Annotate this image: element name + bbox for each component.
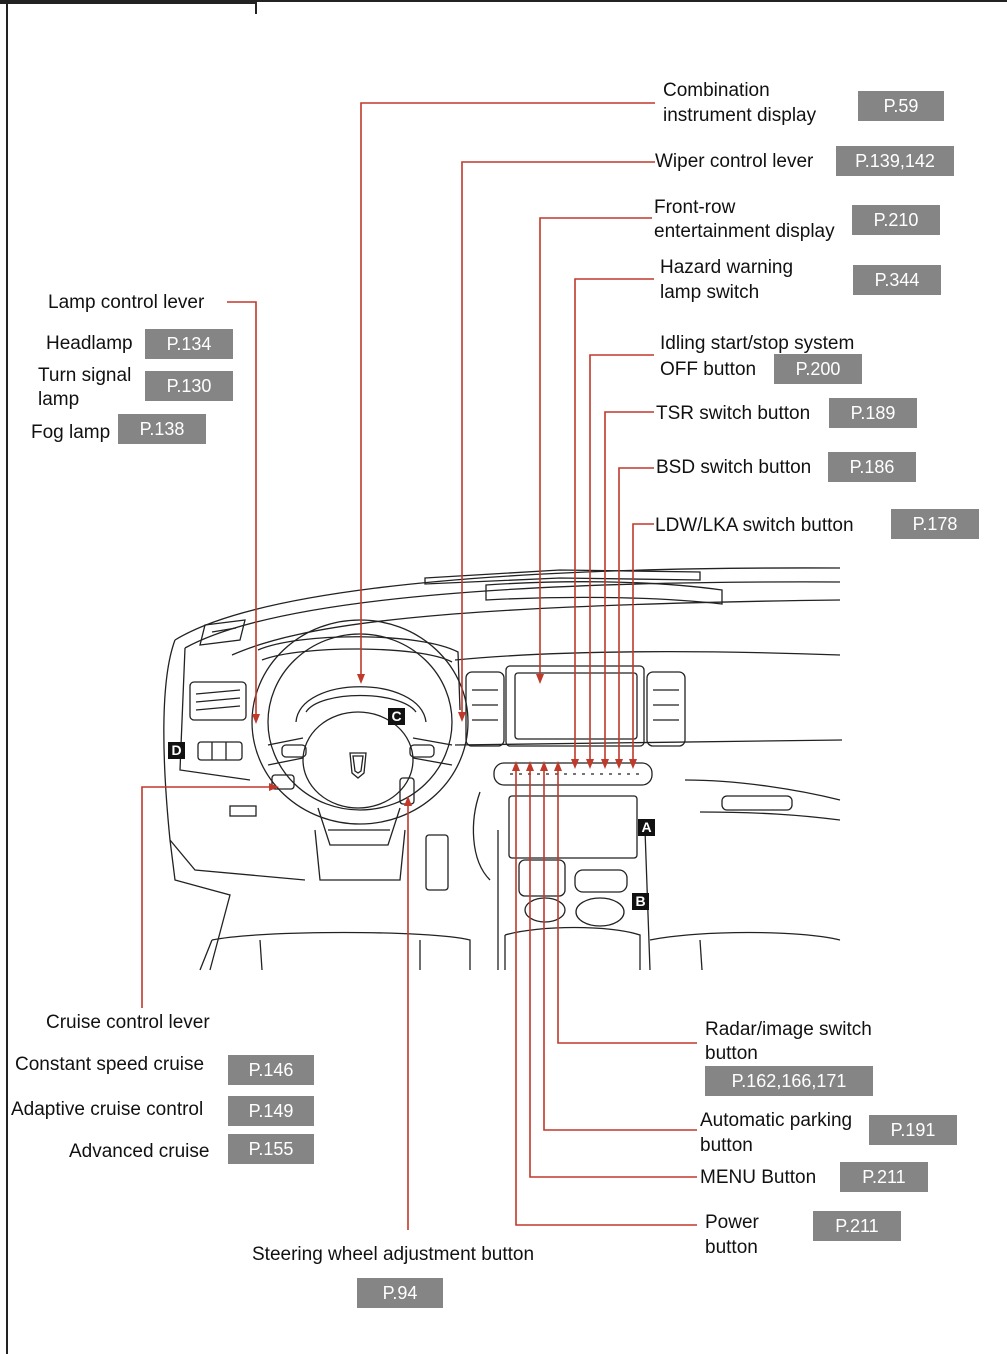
- leader-cruise: [142, 787, 275, 1008]
- page-ref-front-row[interactable]: P.210: [852, 205, 940, 235]
- page-ref-idling[interactable]: P.200: [774, 354, 862, 384]
- leader-hazard: [575, 279, 654, 765]
- label-turn-signal-line2: lamp: [38, 388, 79, 411]
- label-power-line2: button: [705, 1236, 758, 1259]
- page-ref-advanced-cruise[interactable]: P.155: [228, 1134, 314, 1164]
- page-ref-ldw[interactable]: P.178: [891, 509, 979, 539]
- label-radar-line2: button: [705, 1042, 758, 1065]
- label-cruise-lever: Cruise control lever: [46, 1011, 210, 1034]
- label-auto-parking-line1: Automatic parking: [700, 1109, 852, 1132]
- label-idling-line1: Idling start/stop system: [660, 332, 854, 355]
- page-ref-combination[interactable]: P.59: [858, 91, 944, 121]
- leader-combination: [361, 103, 655, 680]
- label-adaptive-cruise: Adaptive cruise control: [11, 1098, 203, 1121]
- label-turn-signal-line1: Turn signal: [38, 364, 131, 387]
- label-hazard-line2: lamp switch: [660, 281, 759, 304]
- label-combination-line1: Combination: [663, 79, 770, 102]
- page-ref-tsr[interactable]: P.189: [829, 398, 917, 428]
- label-ldw: LDW/LKA switch button: [655, 514, 854, 537]
- label-auto-parking-line2: button: [700, 1134, 753, 1157]
- label-steering: Steering wheel adjustment button: [252, 1243, 534, 1266]
- leader-menu: [530, 765, 697, 1177]
- leader-ldw: [633, 524, 654, 765]
- label-tsr: TSR switch button: [656, 402, 810, 425]
- label-bsd: BSD switch button: [656, 456, 811, 479]
- page-ref-radar[interactable]: P.162,166,171: [705, 1066, 873, 1096]
- page-ref-wiper[interactable]: P.139,142: [836, 146, 954, 176]
- leader-tsr: [605, 412, 654, 765]
- page-ref-bsd[interactable]: P.186: [828, 452, 916, 482]
- label-constant-cruise: Constant speed cruise: [15, 1053, 204, 1076]
- label-combination-line2: instrument display: [663, 104, 816, 127]
- page-ref-adaptive-cruise[interactable]: P.149: [228, 1096, 314, 1126]
- label-front-row-line2: entertainment display: [654, 220, 835, 243]
- page-ref-hazard[interactable]: P.344: [853, 265, 941, 295]
- marker-d: D: [168, 742, 185, 759]
- marker-a: A: [638, 819, 655, 836]
- label-wiper: Wiper control lever: [655, 150, 813, 173]
- page-ref-power[interactable]: P.211: [813, 1211, 901, 1241]
- label-power-line1: Power: [705, 1211, 759, 1234]
- label-headlamp: Headlamp: [46, 332, 133, 355]
- leader-auto-parking: [544, 765, 697, 1130]
- leader-idling: [590, 355, 654, 765]
- leader-wiper: [462, 162, 655, 718]
- leader-bsd: [619, 468, 654, 765]
- marker-b: B: [632, 893, 649, 910]
- label-idling-line2: OFF button: [660, 358, 756, 381]
- leader-front-row: [540, 218, 652, 680]
- label-menu: MENU Button: [700, 1166, 816, 1189]
- marker-c: C: [388, 708, 405, 725]
- leader-radar: [558, 765, 697, 1043]
- label-fog: Fog lamp: [31, 421, 110, 444]
- label-lamp-lever: Lamp control lever: [48, 291, 204, 314]
- page-ref-fog[interactable]: P.138: [118, 414, 206, 444]
- page-ref-headlamp[interactable]: P.134: [145, 329, 233, 359]
- page-ref-steering[interactable]: P.94: [357, 1278, 443, 1308]
- page-ref-turn-signal[interactable]: P.130: [145, 371, 233, 401]
- label-radar-line1: Radar/image switch: [705, 1018, 872, 1041]
- page-ref-menu[interactable]: P.211: [840, 1162, 928, 1192]
- leader-power: [516, 765, 697, 1225]
- label-advanced-cruise: Advanced cruise: [69, 1140, 209, 1163]
- leader-lamp: [227, 302, 256, 720]
- label-hazard-line1: Hazard warning: [660, 256, 793, 279]
- label-front-row-line1: Front-row: [654, 196, 735, 219]
- page-ref-auto-parking[interactable]: P.191: [869, 1115, 957, 1145]
- page-ref-constant-cruise[interactable]: P.146: [228, 1055, 314, 1085]
